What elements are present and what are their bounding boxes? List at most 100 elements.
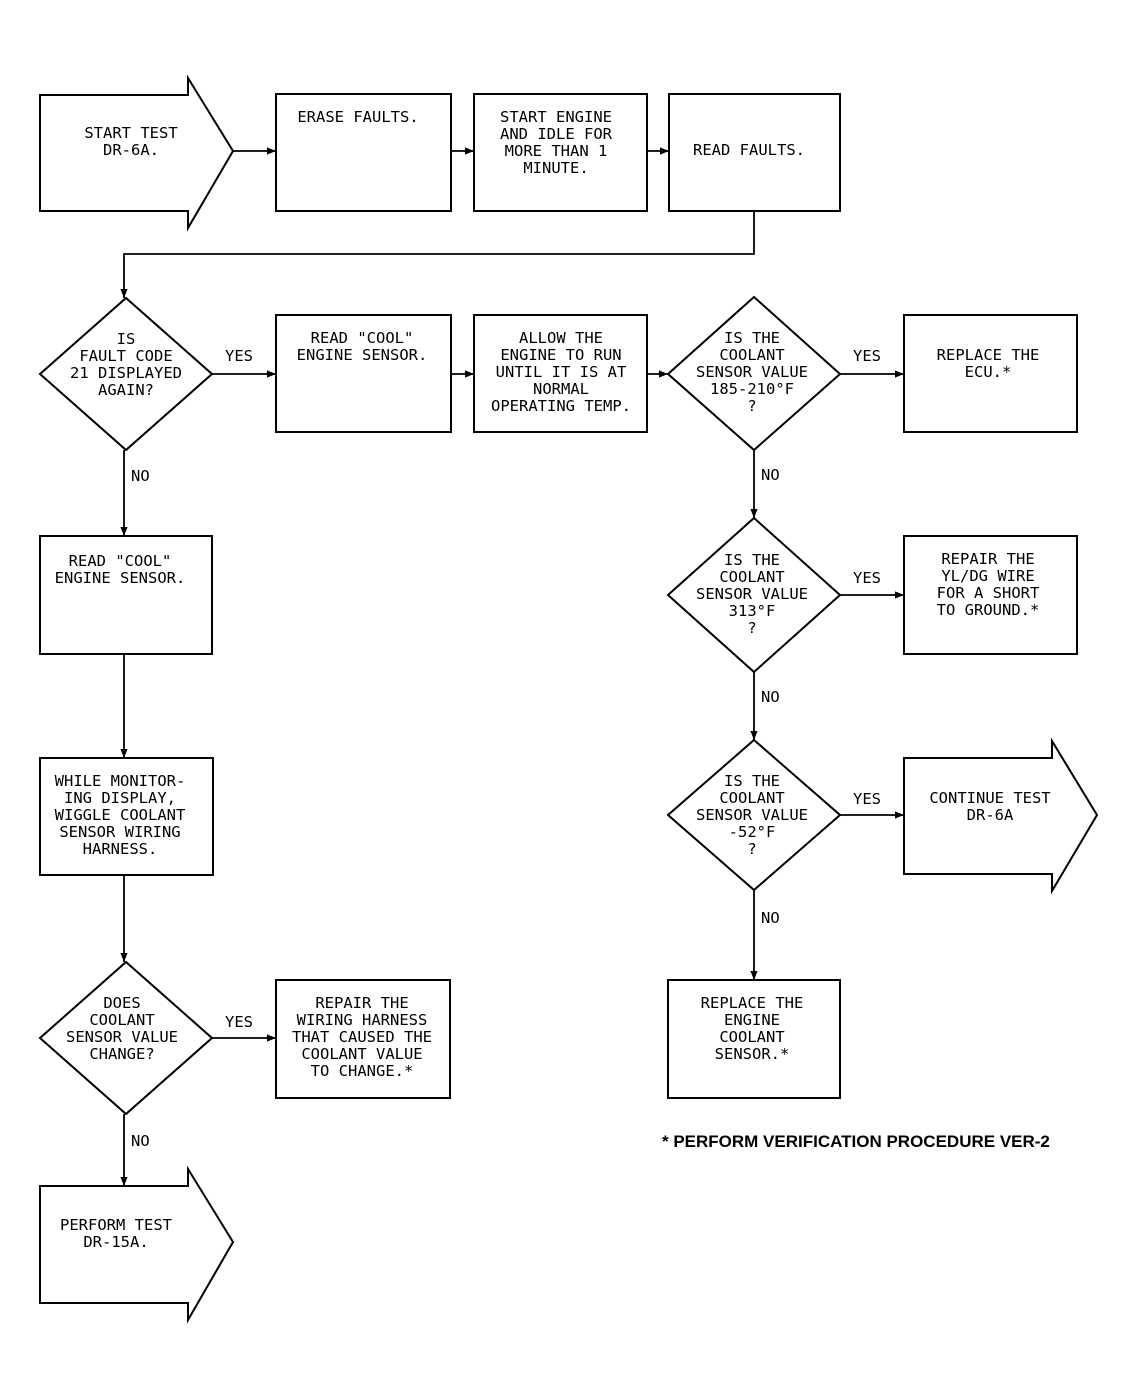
text-line: ENGINE TO RUN <box>500 346 621 364</box>
text-line: START TEST <box>84 124 177 142</box>
connector-read-faults-fault-21 <box>120 211 755 298</box>
text-line: COOLANT <box>719 789 784 807</box>
no-label-coolant-185: NO <box>761 466 780 484</box>
text-line: IS THE <box>724 329 780 347</box>
text-line: ENGINE SENSOR. <box>55 569 186 587</box>
text-line: DR-6A <box>967 806 1014 824</box>
yes-label-coolant-185: YES <box>853 347 881 365</box>
erase-faults-box <box>275 93 452 212</box>
text-line: TO GROUND.* <box>937 601 1040 619</box>
text-line: -52°F <box>729 823 776 841</box>
text-line: COOLANT <box>719 568 784 586</box>
text-line: COOLANT <box>719 346 784 364</box>
text-line: REPAIR THE <box>315 994 408 1012</box>
text-line: IS <box>117 330 136 348</box>
text-line: NORMAL <box>533 380 589 398</box>
replace-sensor-box <box>667 979 841 1099</box>
text-line: MINUTE. <box>523 159 588 177</box>
yes-label-coolant-313: YES <box>853 569 881 587</box>
text-line: COOLANT <box>719 1028 784 1046</box>
text-line: WIRING HARNESS <box>297 1011 428 1029</box>
text-line: 21 DISPLAYED <box>70 364 182 382</box>
text-line: YL/DG WIRE <box>941 567 1034 585</box>
start-engine-box <box>473 93 648 212</box>
text-line: ? <box>747 397 756 415</box>
text-line: COOLANT VALUE <box>301 1045 422 1063</box>
text-line: REPLACE THE <box>937 346 1040 364</box>
text-line: WHILE MONITOR- <box>55 772 186 790</box>
allow-engine-box <box>473 314 648 433</box>
no-label-coolant-52: NO <box>761 909 780 927</box>
replace-ecu-box <box>903 314 1078 433</box>
text-line: ERASE FAULTS. <box>297 108 418 126</box>
text-line: SENSOR VALUE <box>66 1028 178 1046</box>
text-line: AGAIN? <box>98 381 154 399</box>
read-cool-left-text: READ "COOL"ENGINE SENSOR. <box>55 552 186 587</box>
text-line: PERFORM TEST <box>60 1216 172 1234</box>
text-line: CHANGE? <box>89 1045 154 1063</box>
text-line: AND IDLE FOR <box>500 125 613 143</box>
start-test-arrow-shape <box>39 74 235 232</box>
perform-test-arrow-shape <box>39 1165 235 1324</box>
text-line: TO CHANGE.* <box>311 1062 414 1080</box>
text-line: 313°F <box>729 602 776 620</box>
erase-faults-text: ERASE FAULTS. <box>297 108 418 126</box>
text-line: SENSOR VALUE <box>696 585 808 603</box>
text-line: REPAIR THE <box>941 550 1034 568</box>
text-line: READ "COOL" <box>69 552 172 570</box>
text-line: IS THE <box>724 551 780 569</box>
yes-label-does-change: YES <box>225 1013 253 1031</box>
text-line: ? <box>747 840 756 858</box>
text-line: DR-15A. <box>83 1233 148 1251</box>
no-label-fault-21: NO <box>131 467 150 485</box>
fault-21-decision <box>38 296 214 452</box>
text-line: WIGGLE COOLANT <box>55 806 186 824</box>
yes-label-fault-21: YES <box>225 347 253 365</box>
text-line: HARNESS. <box>83 840 158 858</box>
does-change-decision <box>38 960 214 1116</box>
repair-yl-dg-box <box>903 535 1078 655</box>
no-label-does-change: NO <box>131 1132 150 1150</box>
no-label-coolant-313: NO <box>761 688 780 706</box>
read-faults-box <box>668 93 841 212</box>
text-line: IS THE <box>724 772 780 790</box>
text-line: SENSOR WIRING <box>59 823 180 841</box>
text-line: READ FAULTS. <box>693 141 805 159</box>
text-line: START ENGINE <box>500 108 612 126</box>
text-line: UNTIL IT IS AT <box>496 363 627 381</box>
text-line: FAULT CODE <box>79 347 172 365</box>
text-line: THAT CAUSED THE <box>292 1028 432 1046</box>
read-faults-text: READ FAULTS. <box>693 141 805 159</box>
text-line: SENSOR VALUE <box>696 363 808 381</box>
text-line: REPLACE THE <box>701 994 804 1012</box>
text-line: CONTINUE TEST <box>929 789 1050 807</box>
text-line: ? <box>747 619 756 637</box>
read-cool-top-text: READ "COOL"ENGINE SENSOR. <box>297 329 428 364</box>
repair-harness-box <box>275 979 451 1099</box>
text-line: MORE THAN 1 <box>505 142 608 160</box>
yes-label-coolant-52: YES <box>853 790 881 808</box>
text-line: SENSOR.* <box>715 1045 790 1063</box>
continue-test-arrow-shape <box>903 737 1099 895</box>
read-cool-left-box <box>39 535 213 655</box>
wiggle-box <box>39 757 214 876</box>
text-line: SENSOR VALUE <box>696 806 808 824</box>
text-line: DOES <box>103 994 140 1012</box>
text-line: 185-210°F <box>710 380 794 398</box>
text-line: ENGINE SENSOR. <box>297 346 428 364</box>
text-line: ING DISPLAY, <box>64 789 176 807</box>
